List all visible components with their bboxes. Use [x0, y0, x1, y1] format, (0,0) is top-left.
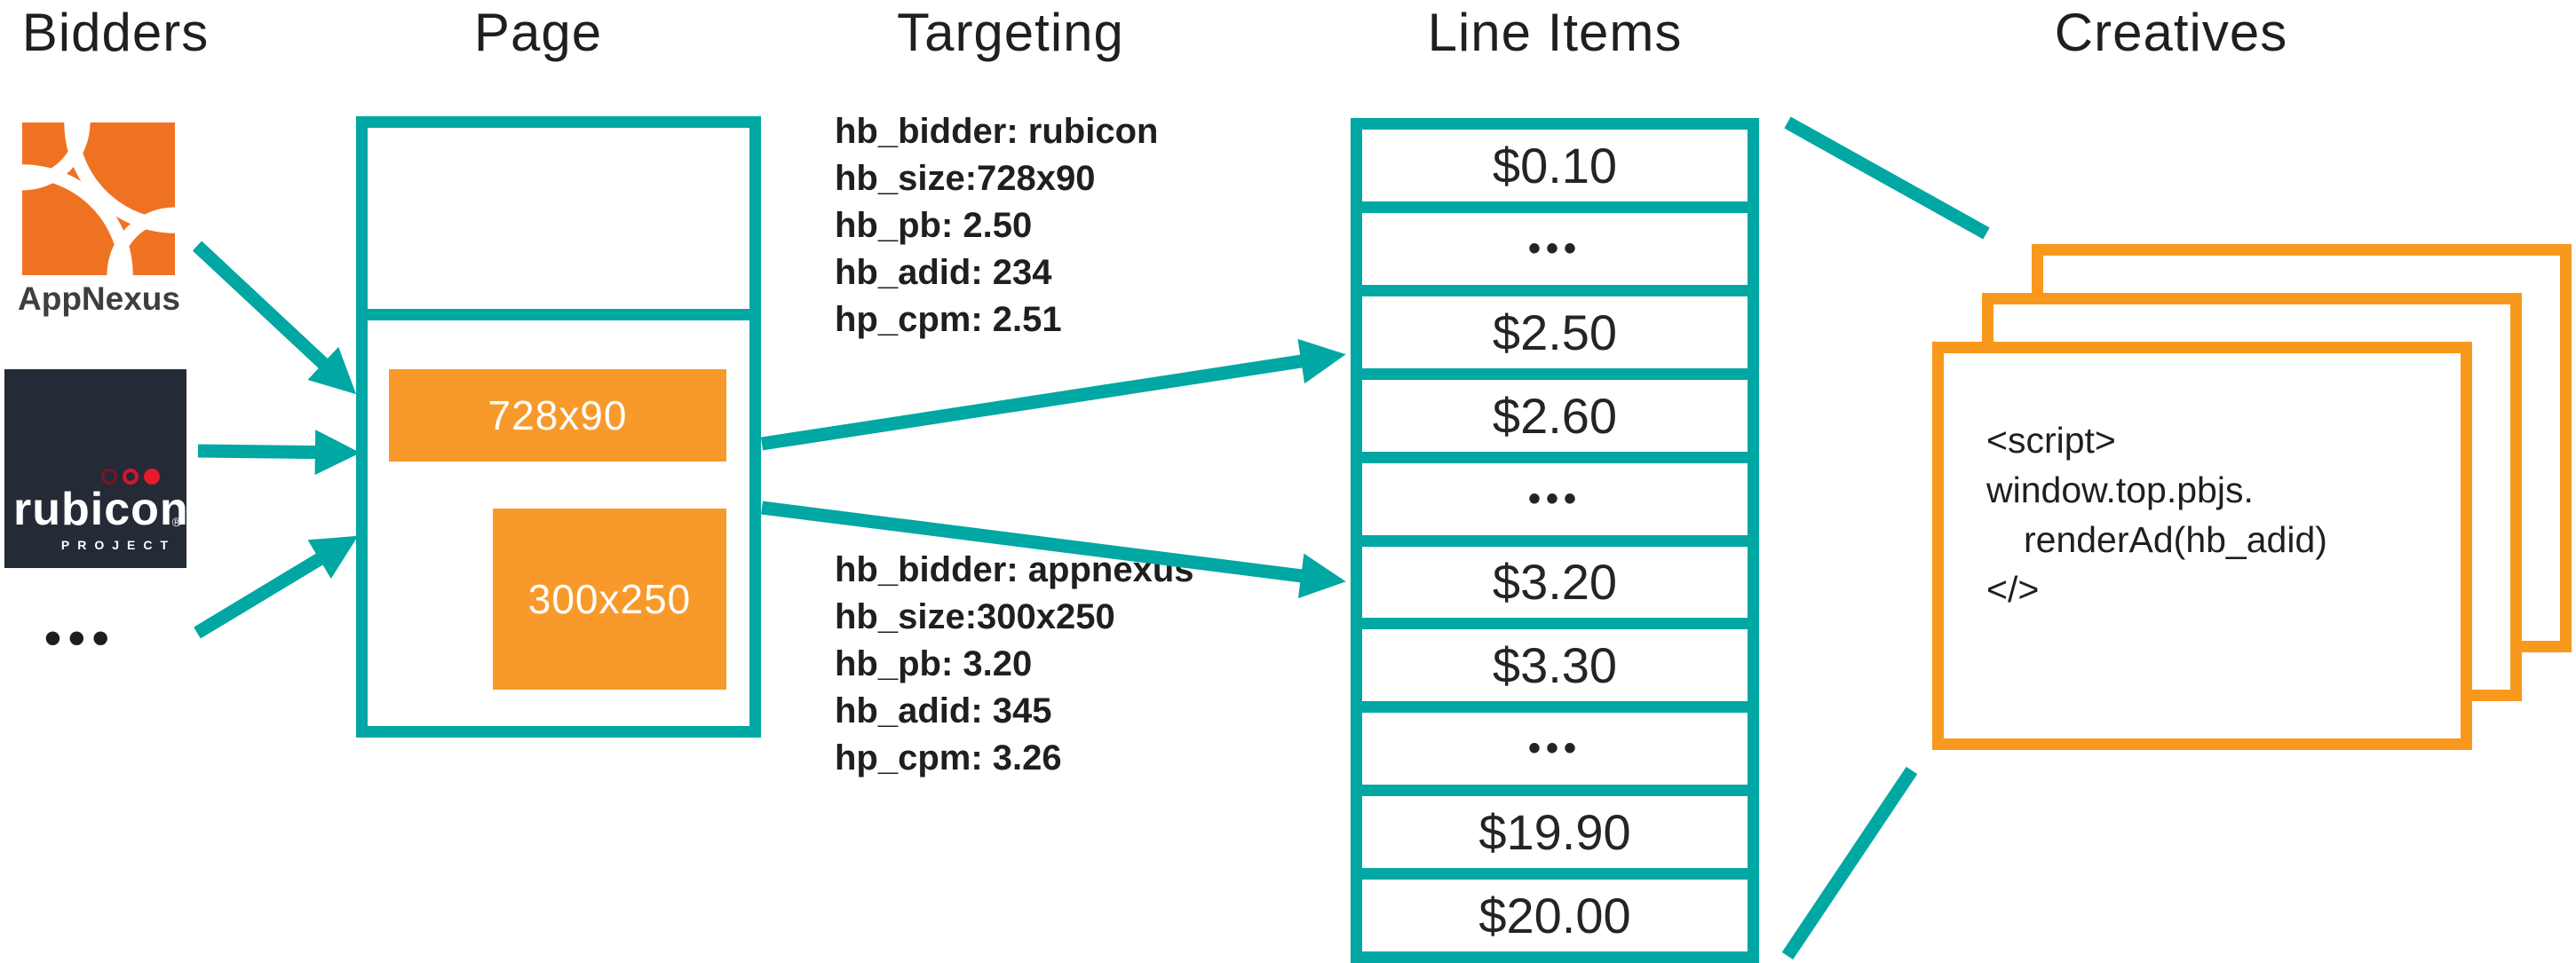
- column-header-line-items: Line Items: [1427, 3, 1683, 62]
- targeting-kv: hb_size:300x250: [835, 597, 1115, 636]
- bidder-rubicon: rubicon ® PROJECT: [4, 369, 189, 568]
- arrow-rubicon-to-page: [197, 430, 361, 476]
- line-item-row: $2.50: [1362, 296, 1748, 368]
- line-item-row-ellipsis: •••: [1362, 212, 1748, 285]
- targeting-kv: hp_cpm: 3.26: [835, 738, 1062, 778]
- line-item-row: $2.60: [1362, 379, 1748, 452]
- targeting-kv: hb_pb: 3.20: [835, 644, 1033, 683]
- targeting-block-rubicon: hb_bidder: rubicon hb_size:728x90 hb_pb:…: [835, 108, 1158, 343]
- targeting-kv: hb_pb: 2.50: [835, 206, 1033, 245]
- appnexus-logo-icon: [21, 122, 176, 275]
- targeting-kv: hb_bidder: rubicon: [835, 112, 1159, 151]
- rubicon-registered-mark: ®: [171, 515, 181, 529]
- bidders-ellipsis: •••: [44, 612, 116, 665]
- rubicon-project-label: PROJECT: [60, 538, 176, 552]
- targeting-kv: hb_adid: 345: [835, 691, 1052, 730]
- targeting-kv: hb_bidder: appnexus: [835, 550, 1194, 589]
- line-item-row: $19.90: [1362, 796, 1748, 869]
- line-item-row-ellipsis: •••: [1362, 713, 1748, 785]
- code-line: </>: [1986, 569, 2040, 610]
- line-lineitems-to-creatives-bottom: [1781, 766, 1918, 960]
- column-header-creatives: Creatives: [2054, 3, 2288, 62]
- rubicon-dots-icon: [101, 469, 160, 485]
- column-header-bidders: Bidders: [21, 3, 210, 62]
- targeting-kv: hp_cpm: 2.51: [835, 300, 1062, 339]
- creative-card-front: <script> window.top.pbjs. renderAd(hb_ad…: [1932, 342, 2472, 750]
- ad-slot-300x250: 300x250: [493, 509, 726, 690]
- appnexus-label: AppNexus: [18, 280, 180, 317]
- code-line: renderAd(hb_adid): [2024, 519, 2327, 560]
- bidder-appnexus: AppNexus: [18, 122, 180, 318]
- line-item-row: $20.00: [1362, 880, 1748, 952]
- code-line: window.top.pbjs.: [1986, 470, 2254, 510]
- line-lineitems-to-creatives-top: [1784, 116, 1990, 240]
- creative-script-snippet: <script> window.top.pbjs. renderAd(hb_ad…: [1944, 353, 2461, 614]
- column-header-page: Page: [473, 3, 603, 62]
- line-item-row: $3.20: [1362, 546, 1748, 619]
- column-header-targeting: Targeting: [897, 3, 1124, 62]
- ad-slot-728x90: 728x90: [389, 369, 726, 462]
- code-line: <script>: [1986, 420, 2116, 461]
- line-item-row: $3.30: [1362, 629, 1748, 702]
- targeting-block-appnexus: hb_bidder: appnexus hb_size:300x250 hb_p…: [835, 547, 1194, 782]
- line-items-table: $0.10 ••• $2.50 $2.60 ••• $3.20 $3.30 ••…: [1351, 118, 1759, 963]
- rubicon-wordmark: rubicon: [13, 484, 189, 535]
- line-item-row: $0.10: [1362, 130, 1748, 201]
- targeting-kv: hb_adid: 234: [835, 253, 1052, 292]
- arrow-otherbidders-to-page: [194, 535, 359, 639]
- page-wireframe: 728x90 300x250: [356, 116, 761, 738]
- line-item-row-ellipsis: •••: [1362, 462, 1748, 535]
- page-header-divider: [368, 309, 749, 320]
- arrow-appnexus-to-page: [192, 241, 357, 395]
- arrow-page-to-lineitem-250: [760, 338, 1346, 451]
- targeting-kv: hb_size:728x90: [835, 159, 1096, 198]
